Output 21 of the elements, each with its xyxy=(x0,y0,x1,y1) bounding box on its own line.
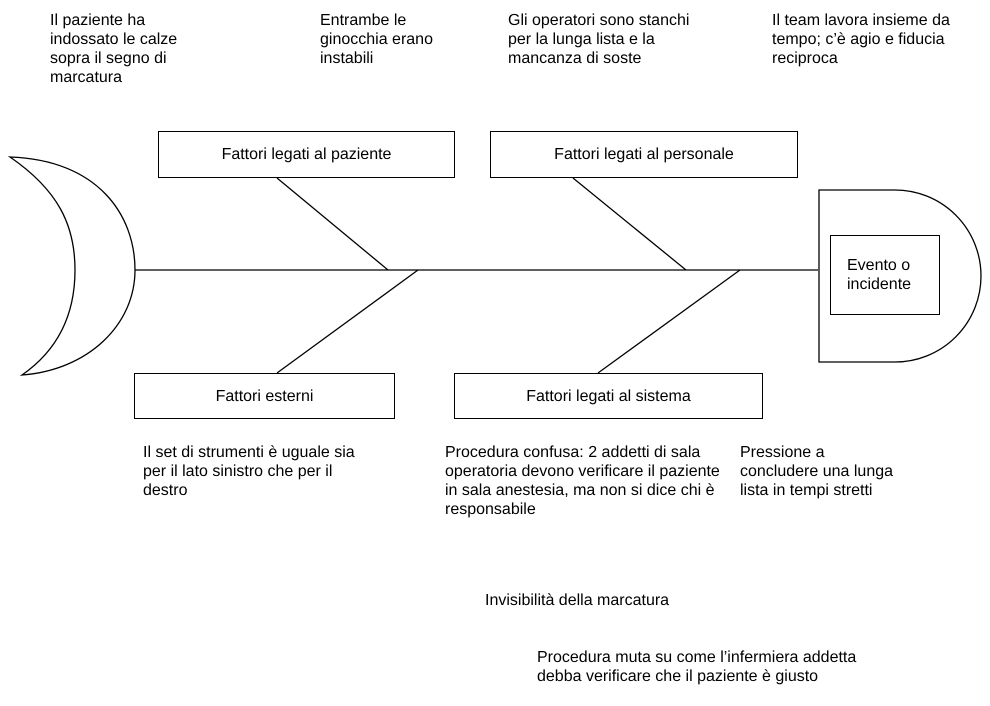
fishbone-branch-line xyxy=(598,269,740,374)
fishbone-branch-line xyxy=(276,269,418,374)
category-box: Fattori legati al paziente xyxy=(158,131,455,178)
cause-note: Pressione a concludere una lunga lista in tempi stretti xyxy=(740,443,894,500)
category-box: Fattori legati al personale xyxy=(490,131,798,178)
cause-note: Procedura confusa: 2 addetti di sala operatoria devono verificare il paziente in sala anestesia, ma non si dice chi è responsabile xyxy=(445,443,721,519)
cause-note: Il set di strumenti è uguale sia per il lato sinistro che per il destro xyxy=(143,443,356,500)
cause-note: Procedura muta su come l’infermiera addetta debba verificare che il paziente è giusto xyxy=(537,648,858,686)
category-box: Fattori legati al sistema xyxy=(454,373,763,419)
fishbone-spine-line xyxy=(135,269,818,271)
cause-note: Invisibilità della marcatura xyxy=(485,591,670,610)
cause-note: Il paziente ha indossato le calze sopra il segno di marcatura xyxy=(50,11,178,87)
fish-head-shape xyxy=(818,189,982,363)
cause-note: Gli operatori sono stanchi per la lunga lista e la mancanza di soste xyxy=(508,11,690,68)
cause-note: Entrambe le ginocchia erano instabili xyxy=(320,11,434,68)
cause-note: Il team lavora insieme da tempo; c’è agio e fiducia reciproca xyxy=(772,11,951,68)
fishbone-branch-line xyxy=(276,178,388,270)
category-box: Fattori esterni xyxy=(134,373,395,419)
fish-tail-shape xyxy=(8,155,138,377)
event-box: Evento o incidente xyxy=(830,235,940,315)
fishbone-branch-line xyxy=(572,178,686,270)
